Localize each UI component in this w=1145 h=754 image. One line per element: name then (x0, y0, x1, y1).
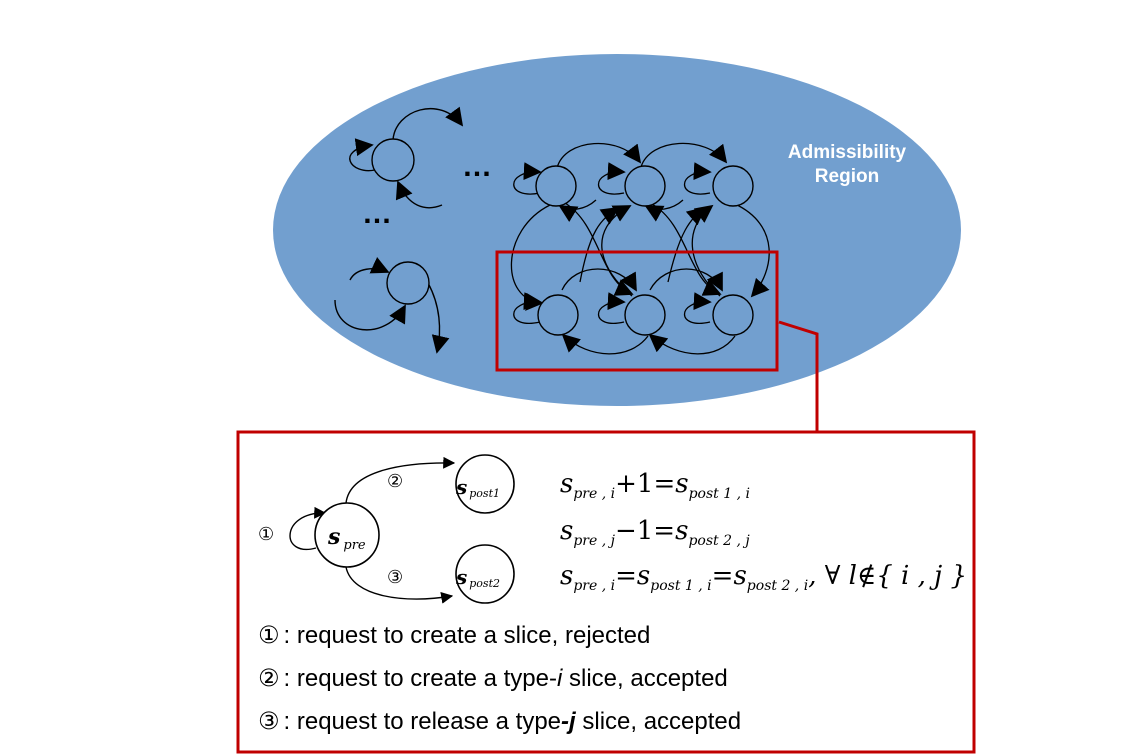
edge-marker-2: ② (387, 471, 403, 491)
edge-1-self-loop (289, 506, 327, 551)
highlight-box (495, 250, 779, 372)
detail-box (236, 430, 976, 754)
equation-3: spre , i=spost 1 , i=spost 2 , i, ∀ l∉{ … (560, 561, 967, 594)
state-grid-nodes (535, 165, 754, 336)
state-grid-edges (510, 142, 770, 355)
detail-edges (289, 456, 456, 604)
grid-state-r1c3 (712, 165, 754, 207)
ellipsis-left: … (362, 197, 392, 230)
edge-marker-3: ③ (387, 567, 403, 587)
region-label-line2: Region (815, 166, 879, 187)
left-state-lower (334, 257, 450, 354)
edge-3 (345, 566, 454, 604)
grid-state-r2c3 (712, 294, 754, 336)
legend-item-3: ③: request to release a type-j slice, ac… (258, 708, 741, 735)
state-pre-node (314, 502, 380, 568)
admissibility-region (273, 54, 961, 406)
grid-state-r2c1 (537, 294, 579, 336)
grid-state-r1c1 (535, 165, 577, 207)
highlight-connector (778, 320, 819, 431)
detail-nodes (314, 454, 515, 604)
equation-1: spre , i+1=spost 1 , i (560, 469, 750, 502)
region-label-line1: Admissibility (788, 142, 907, 163)
ellipsis-top: … (462, 150, 492, 183)
edge-marker-1: ① (258, 524, 274, 544)
legend-item-1: ①: request to create a slice, rejected (258, 622, 650, 649)
grid-state-r2c2 (624, 294, 666, 336)
left-state-upper (349, 106, 464, 209)
edge-2 (345, 456, 456, 504)
state-post2-node (455, 544, 515, 604)
grid-state-r1c2 (624, 165, 666, 207)
state-post1-node (455, 454, 515, 514)
legend-item-2: ②: request to create a type-i slice, acc… (258, 665, 728, 692)
legend: ①: request to create a slice, rejected ②… (258, 622, 741, 735)
equation-2: spre , j−1=spost 2 , j (560, 516, 750, 549)
